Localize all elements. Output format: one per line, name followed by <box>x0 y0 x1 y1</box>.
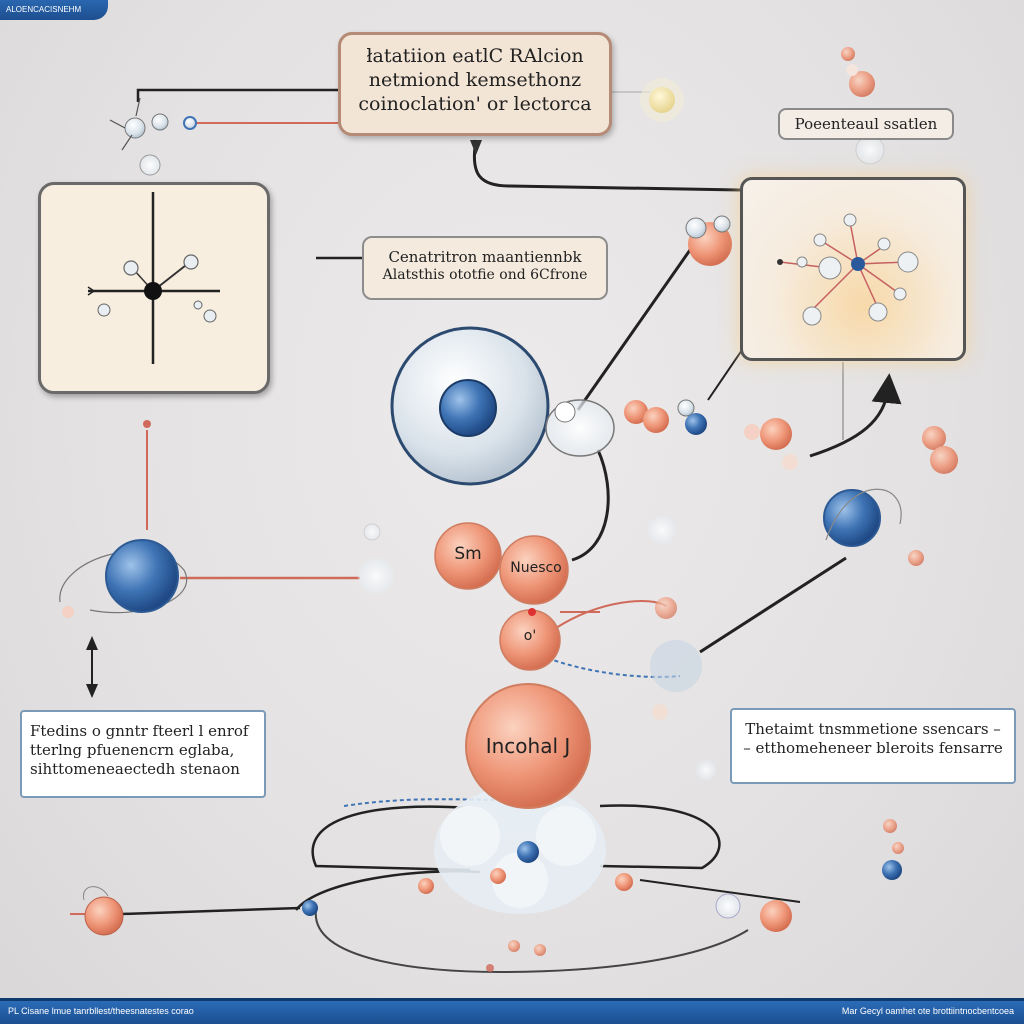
mid-label-box: Cenatritron maantiennbk Alatsthis ototfi… <box>362 236 608 300</box>
top-right-molecule <box>841 47 885 165</box>
bottom-center-atoms <box>486 940 546 972</box>
title-line: coinoclation' or lectorca <box>358 92 592 115</box>
title-line: netmiond kemsethonz <box>368 68 582 91</box>
bottom-left-atom <box>83 886 124 936</box>
connector-top-left <box>136 88 338 102</box>
connector-shell-to-panel <box>707 349 743 401</box>
left-description-line: sihttomeneaectedh stenaon <box>30 759 240 778</box>
mid-label-line: Alatsthis ototfie ond 6Cfrone <box>382 266 588 283</box>
bottom-right-atom <box>715 819 904 932</box>
pink-node-left-label: Sm <box>454 544 482 564</box>
top-left-molecule <box>109 97 197 176</box>
mid-label-line: Cenatritron maantiennbk <box>388 248 582 266</box>
arrow-to-panel <box>809 373 902 458</box>
central-node-label: Incohal J <box>485 734 571 758</box>
connector-right-atom <box>699 556 847 654</box>
footer-bar: PL Cisane lmue tanrbllest/theesnatestes … <box>0 998 1024 1024</box>
pink-node-left <box>434 522 502 590</box>
connector-shell-to-pink <box>571 449 610 562</box>
footer-right-text: Mar Gecyl oamhet ote brottiintnocbentcoe… <box>841 1006 1014 1016</box>
nucleus-atom <box>390 326 550 486</box>
left-description-line: Ftedins o gnntr fteerl l enrof <box>30 722 249 740</box>
bottom-cloud <box>418 786 633 914</box>
pink-node-small-label: o' <box>523 628 537 644</box>
right-description-line: Thetaimt tnsmmetione ssencars – <box>745 720 1001 738</box>
pink-node-right-label: Nuesco <box>510 560 562 576</box>
potential-label: Poeenteaul ssatlen <box>794 115 938 133</box>
bottom-loop-right <box>599 804 721 870</box>
left-description-line: tterlng pfuenencrn eglaba, <box>30 740 235 759</box>
title-line: łatatiion eatlC RAlcion <box>366 45 584 67</box>
footer-left-text: PL Cisane lmue tanrbllest/theesnatestes … <box>8 1006 194 1016</box>
atom-salmon-upper <box>685 215 732 266</box>
yellow-atom <box>640 78 684 122</box>
title-box: łatatiion eatlC RAlcion netmiond kemseth… <box>338 32 612 136</box>
left-description-box: Ftedins o gnntr fteerl l enrof tterlng p… <box>20 710 266 798</box>
right-description-line: – etthomeheneer bleroits fensarre <box>743 738 1003 757</box>
bottom-loop-outer <box>311 805 471 872</box>
corner-tab-label: ALOENCACISNEHM <box>0 0 108 20</box>
pink-node-right <box>499 535 569 605</box>
potential-label-box: Poeenteaul ssatlen <box>778 108 954 140</box>
central-node <box>465 683 591 809</box>
bottom-blue-dot <box>302 900 318 916</box>
atom-blue-right <box>823 488 924 566</box>
atom-blue-left <box>59 420 187 618</box>
right-description-box: Thetaimt tnsmmetione ssencars – – etthom… <box>730 708 1016 784</box>
connector-bottom-left <box>121 906 301 916</box>
pink-atoms-right-edge <box>922 426 958 474</box>
connector-cluster-to-panel <box>576 249 692 411</box>
right-panel-molecule-front <box>777 213 919 326</box>
ghost-atoms <box>358 516 716 780</box>
left-panel-axes-front <box>87 192 220 364</box>
shell-cluster <box>545 399 798 470</box>
